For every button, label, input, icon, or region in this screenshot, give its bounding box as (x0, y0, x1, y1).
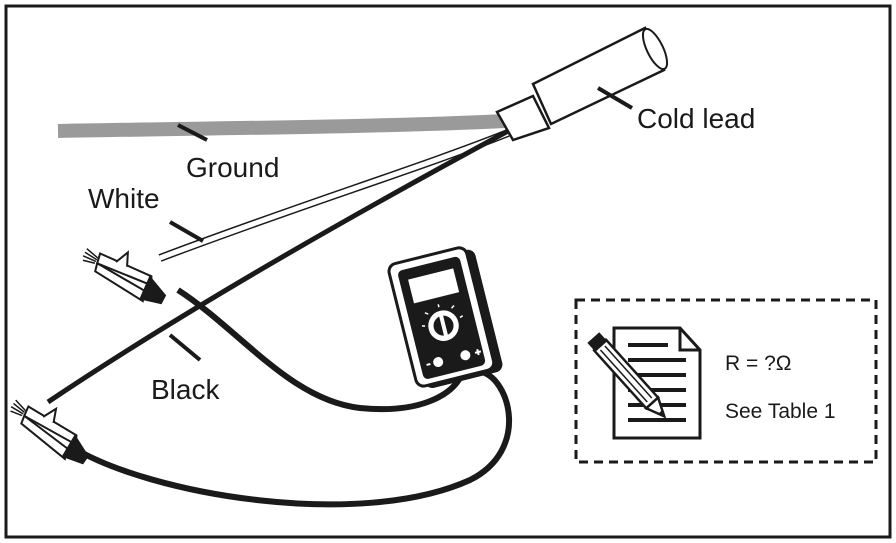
cold-lead-leader (596, 86, 634, 110)
black-label: Black (151, 374, 220, 405)
meter-lead-lower (70, 369, 512, 508)
notepad-pencil-icon (587, 326, 702, 440)
resistance-note: R = ?Ω (725, 352, 791, 375)
white-label: White (88, 183, 160, 214)
alligator-clip-icon (10, 399, 89, 465)
alligator-clip-icon (82, 248, 167, 305)
ground-leader (177, 123, 208, 142)
cold-lead-label: Cold lead (637, 103, 755, 134)
black-leader (168, 333, 202, 362)
white-leader (169, 220, 204, 243)
meter-lead-upper (176, 287, 463, 413)
table-reference-note: See Table 1 (725, 400, 836, 423)
cold-lead-sleeve (495, 26, 669, 142)
white-wire (158, 129, 510, 262)
multimeter-icon (387, 246, 503, 388)
ground-label: Ground (186, 152, 279, 183)
ground-wire (57, 114, 506, 138)
black-wire (46, 127, 512, 405)
